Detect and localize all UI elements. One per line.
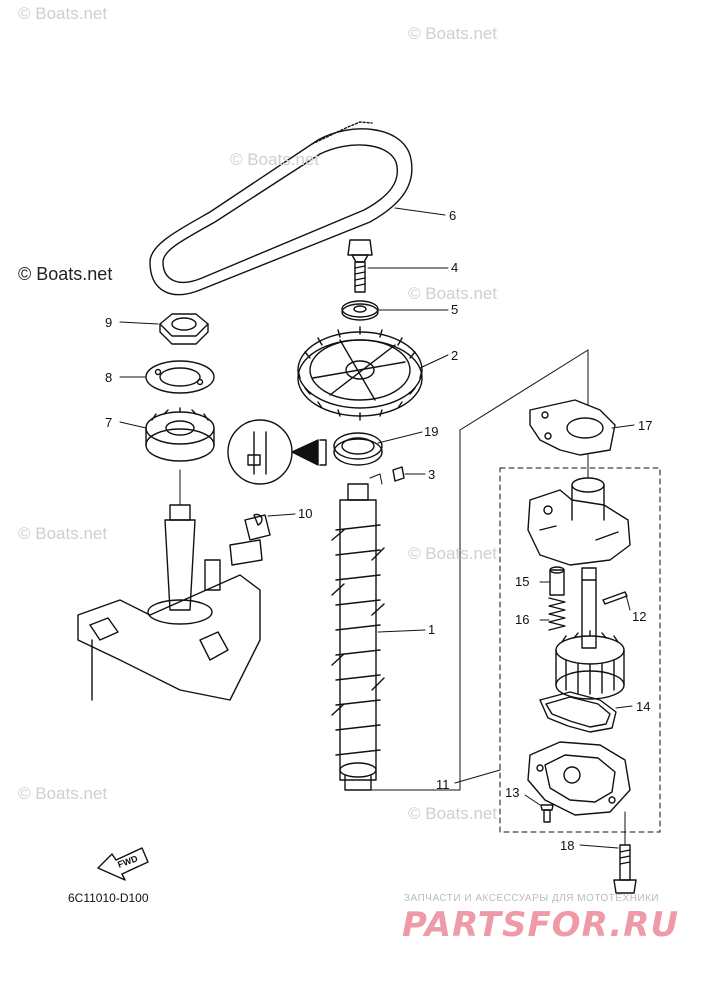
label-4: 4 <box>451 260 458 275</box>
brand-logo: PARTSFOR.RU <box>402 905 680 945</box>
nut <box>159 313 209 345</box>
label-14: 14 <box>636 699 650 714</box>
label-8: 8 <box>105 370 112 385</box>
watermark: © Boats.net <box>408 24 498 43</box>
woodruff-key <box>253 513 263 526</box>
crank-sprocket <box>145 407 215 462</box>
relief-plunger <box>549 566 565 596</box>
watermark: © Boats.net <box>408 804 498 823</box>
watermark: © Boats.net <box>18 524 108 543</box>
label-12: 12 <box>632 609 646 624</box>
cylinder-block <box>77 504 271 701</box>
seal-detail-inset <box>227 419 327 485</box>
label-7: 7 <box>105 415 112 430</box>
watermark: © Boats.net <box>230 150 320 169</box>
label-15: 15 <box>515 574 529 589</box>
watermark: © Boats.net <box>18 4 108 23</box>
label-18: 18 <box>560 838 574 853</box>
guide-plate <box>145 360 215 394</box>
label-11: 11 <box>436 777 450 792</box>
pump-shaft <box>581 567 597 649</box>
watermark: © Boats.net <box>18 784 108 803</box>
pump-cover <box>527 741 631 816</box>
label-10: 10 <box>298 506 312 521</box>
pump-screw <box>540 804 554 823</box>
label-3: 3 <box>428 467 435 482</box>
watermark: © Boats.net <box>408 544 498 563</box>
timing-belt <box>149 121 413 296</box>
oil-pump-body <box>527 477 631 566</box>
camshaft <box>331 483 385 791</box>
pump-gasket <box>529 399 616 456</box>
label-16: 16 <box>515 612 529 627</box>
pump-rotor <box>555 630 625 700</box>
label-2: 2 <box>451 348 458 363</box>
watermark: © Boats.net <box>18 264 113 284</box>
oil-seal <box>333 432 383 466</box>
washer <box>341 300 379 321</box>
assembly-bracket <box>357 349 661 833</box>
label-17: 17 <box>638 418 652 433</box>
label-5: 5 <box>451 302 458 317</box>
watermark: © Boats.net <box>408 284 498 303</box>
label-1: 1 <box>428 622 435 637</box>
relief-spring <box>548 597 566 631</box>
label-9: 9 <box>105 315 112 330</box>
camshaft-pulley <box>297 326 423 421</box>
part-labels: 6 4 5 2 19 3 1 10 9 8 7 15 16 12 14 17 1… <box>105 208 652 853</box>
diagram-code: 6C11010-D100 <box>68 891 149 905</box>
fwd-arrow <box>97 847 149 881</box>
dowel-pin <box>392 466 405 482</box>
leader-lines <box>119 207 635 849</box>
label-6: 6 <box>449 208 456 223</box>
bolt <box>347 239 373 293</box>
label-13: 13 <box>505 785 519 800</box>
pump-bolt <box>613 844 637 894</box>
pump-o-ring <box>539 691 617 733</box>
label-19: 19 <box>424 424 438 439</box>
brand-tagline: ЗАПЧАСТИ И АКСЕССУАРЫ ДЛЯ МОТОТЕХНИКИ <box>404 893 660 904</box>
drive-pin <box>602 591 628 605</box>
